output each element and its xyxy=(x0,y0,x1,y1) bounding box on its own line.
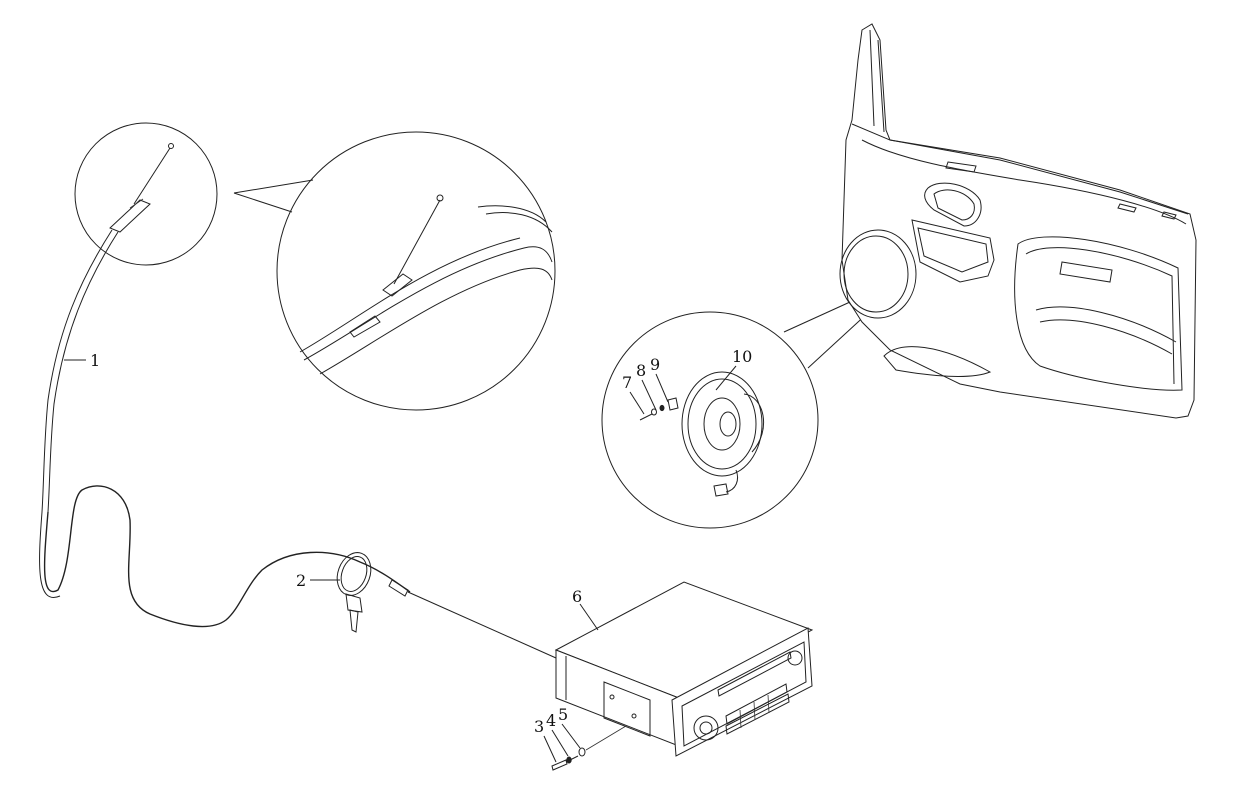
radio-fasteners xyxy=(551,725,627,771)
callout-1: 1 xyxy=(90,351,100,370)
callout-labels: 1 2 3 4 5 6 7 8 9 10 xyxy=(90,347,752,736)
callout-5: 5 xyxy=(558,705,568,724)
callout-7: 7 xyxy=(622,373,632,392)
leader-lines xyxy=(64,359,737,763)
callout-6: 6 xyxy=(572,587,582,606)
callout-2: 2 xyxy=(296,571,306,590)
callout-4: 4 xyxy=(546,711,556,730)
antenna-cable xyxy=(39,229,557,659)
antenna-detail-small xyxy=(74,122,218,266)
callout-8: 8 xyxy=(636,361,646,380)
speaker-detail xyxy=(601,291,883,529)
cable-clip xyxy=(336,552,372,633)
antenna-detail-large xyxy=(233,131,556,411)
callout-10: 10 xyxy=(732,347,752,366)
radio-head-unit xyxy=(554,581,814,757)
callout-3: 3 xyxy=(534,717,544,736)
callout-9: 9 xyxy=(650,355,660,374)
door-trim-panel xyxy=(839,23,1197,419)
